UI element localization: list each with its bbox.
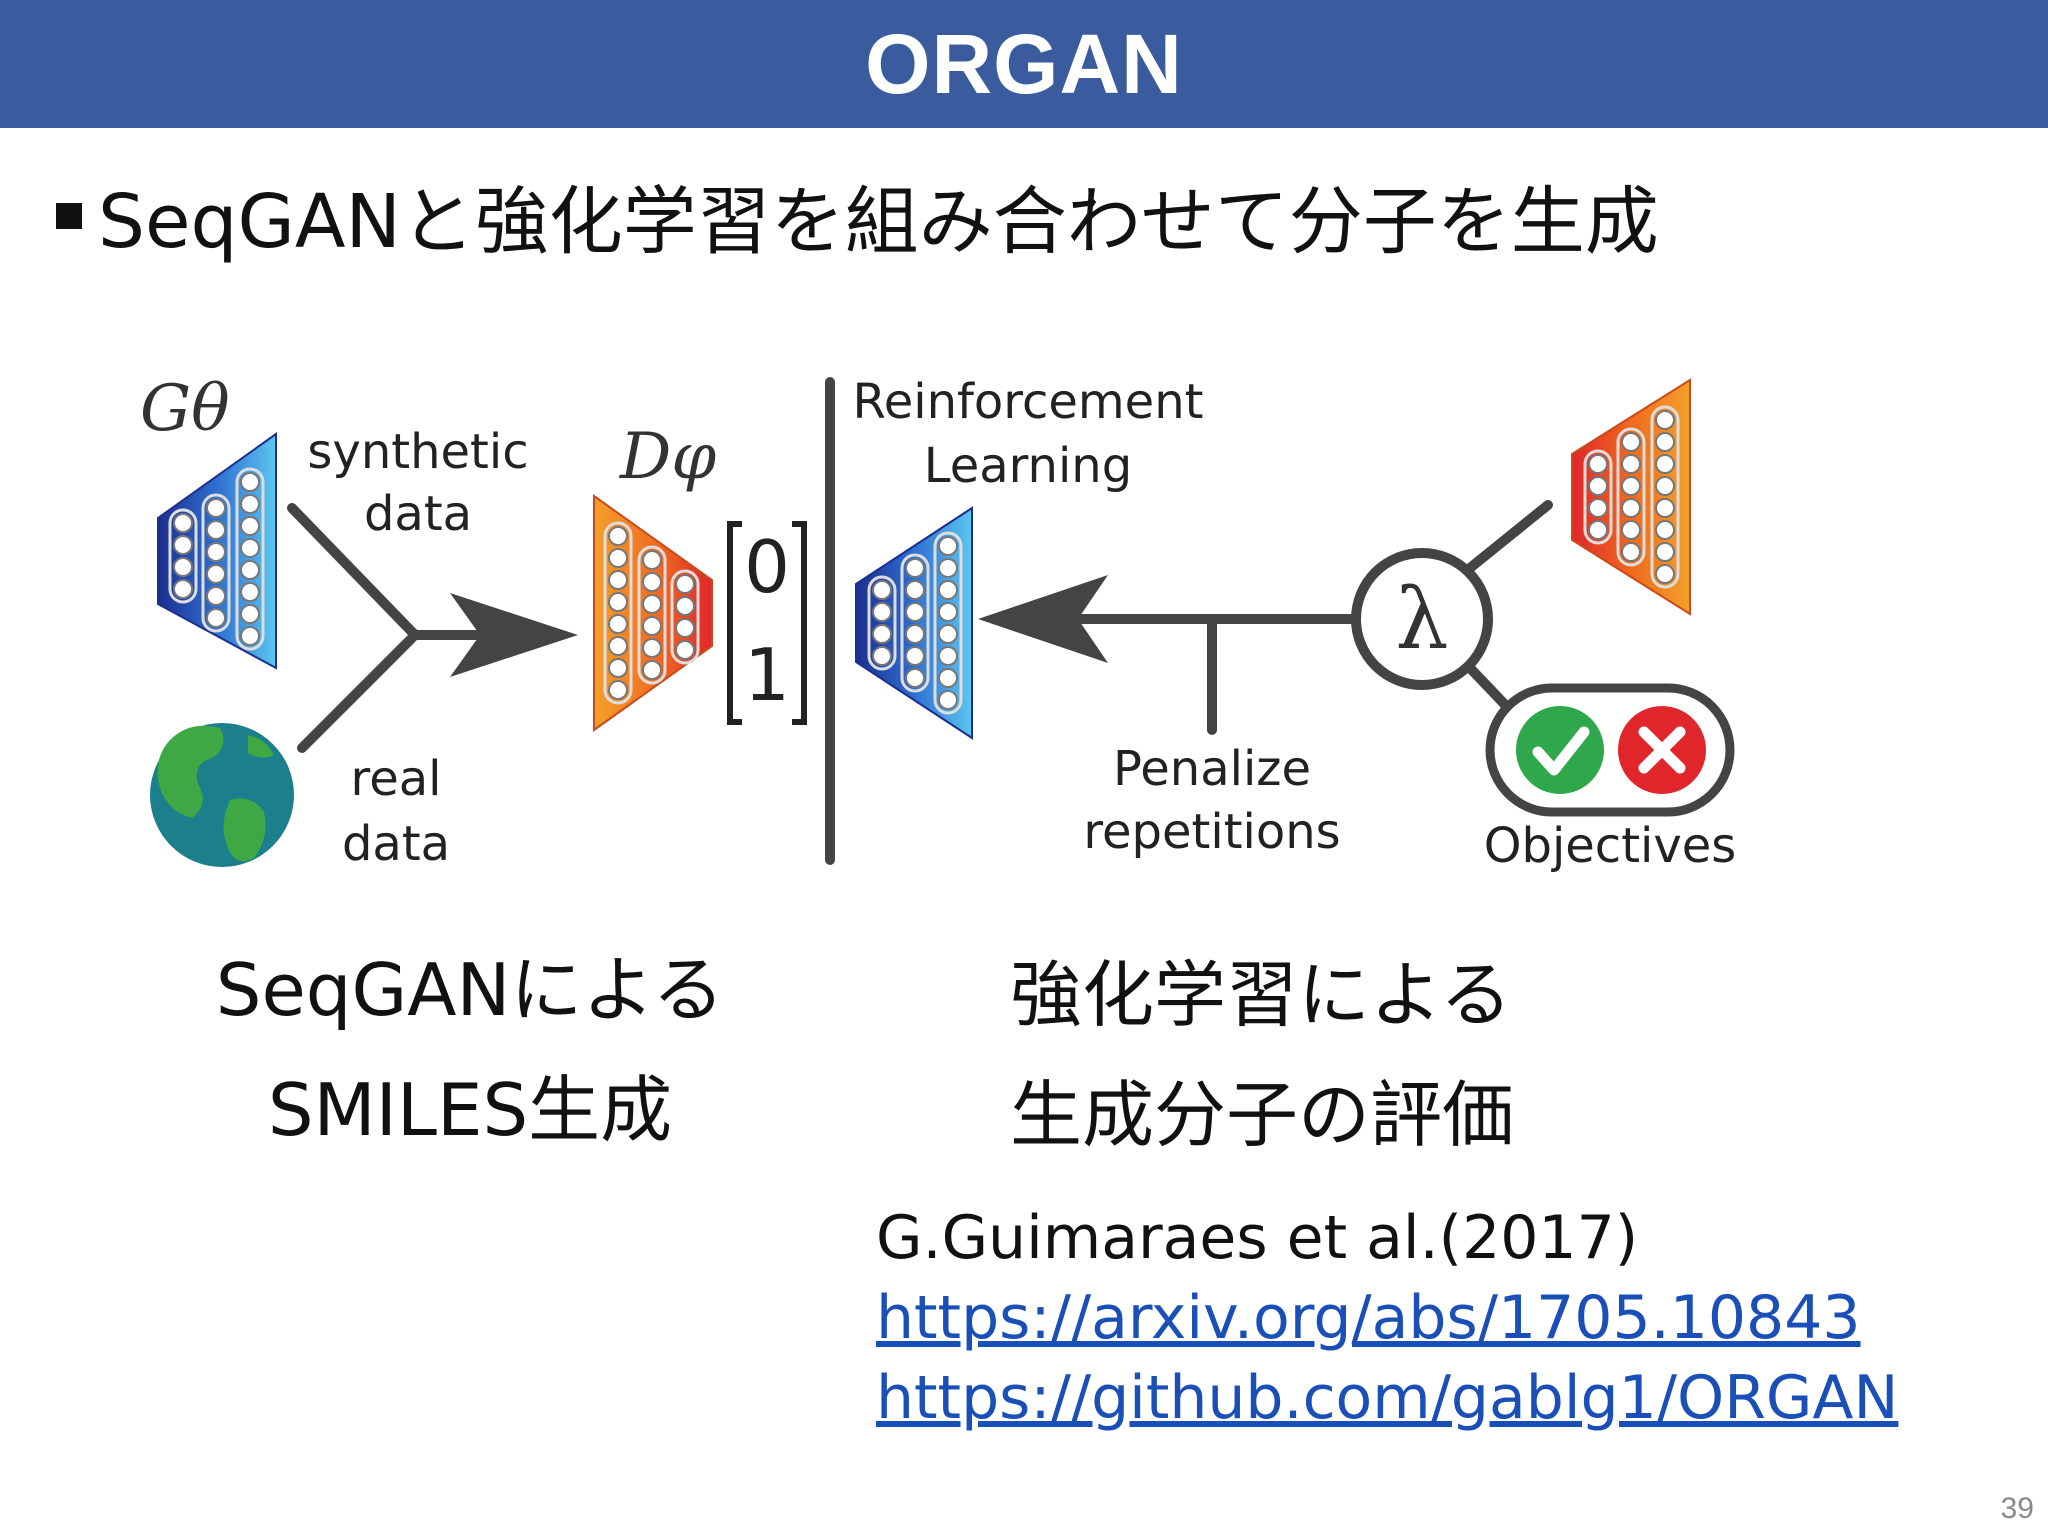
objectives-badge <box>1485 683 1735 817</box>
citation-author: G.Guimaraes et al.(2017) <box>876 1203 1639 1273</box>
synthetic-data-label-1: synthetic <box>307 424 528 480</box>
discriminator-label: Dφ <box>619 420 716 494</box>
lambda-node: λ <box>1351 500 1553 717</box>
earth-icon <box>150 723 294 867</box>
generator-label: Gθ <box>140 372 230 446</box>
github-link[interactable]: https://github.com/gablg1/ORGAN <box>876 1363 1899 1433</box>
output-bracket <box>727 521 807 725</box>
cross-icon <box>1618 706 1706 794</box>
caption-seqgan-line-2: SMILES生成 <box>267 1068 673 1152</box>
check-icon <box>1516 706 1604 794</box>
output-one: 1 <box>744 633 790 717</box>
objective-network <box>1571 378 1691 616</box>
arxiv-link[interactable]: https://arxiv.org/abs/1705.10843 <box>876 1283 1861 1353</box>
bullet-text: SeqGANと強化学習を組み合わせて分子を生成 <box>98 179 1659 265</box>
caption-rl: 強化学習による 生成分子の評価 <box>1010 935 1610 1175</box>
caption-seqgan: SeqGANによる SMILES生成 <box>190 930 750 1170</box>
objectives-label: Objectives <box>1484 818 1737 874</box>
penalize-label: Penalize <box>1113 741 1311 797</box>
caption-rl-line-2: 生成分子の評価 <box>1010 1073 1515 1157</box>
repetitions-label: repetitions <box>1083 804 1340 860</box>
generator-network <box>157 432 277 670</box>
arrow-to-discriminator <box>450 593 578 677</box>
title-bar: ORGAN <box>0 0 2048 128</box>
caption-seqgan-line-1: SeqGANによる <box>215 948 725 1032</box>
bullet-point: SeqGANと強化学習を組み合わせて分子を生成 <box>56 162 1659 269</box>
lambda-symbol: λ <box>1395 570 1448 668</box>
output-zero: 0 <box>744 525 790 609</box>
real-data-label-2: data <box>342 816 450 872</box>
slide-title: ORGAN <box>865 16 1183 111</box>
citation-block: G.Guimaraes et al.(2017) https://arxiv.o… <box>876 1198 1898 1438</box>
arrow-to-generator <box>978 575 1108 663</box>
discriminator-network <box>593 494 713 732</box>
learning-label: Learning <box>924 438 1132 494</box>
reward-flow-lines <box>1055 614 1363 735</box>
reinforcement-label: Reinforcement <box>853 374 1204 430</box>
rl-generator-network <box>855 506 973 740</box>
real-data-label-1: real <box>351 751 442 807</box>
caption-rl-line-1: 強化学習による <box>1010 953 1512 1037</box>
data-flow-lines <box>287 503 505 753</box>
page-number: 39 <box>2000 1492 2034 1525</box>
bullet-marker <box>56 202 82 229</box>
synthetic-data-label-2: data <box>364 486 472 542</box>
